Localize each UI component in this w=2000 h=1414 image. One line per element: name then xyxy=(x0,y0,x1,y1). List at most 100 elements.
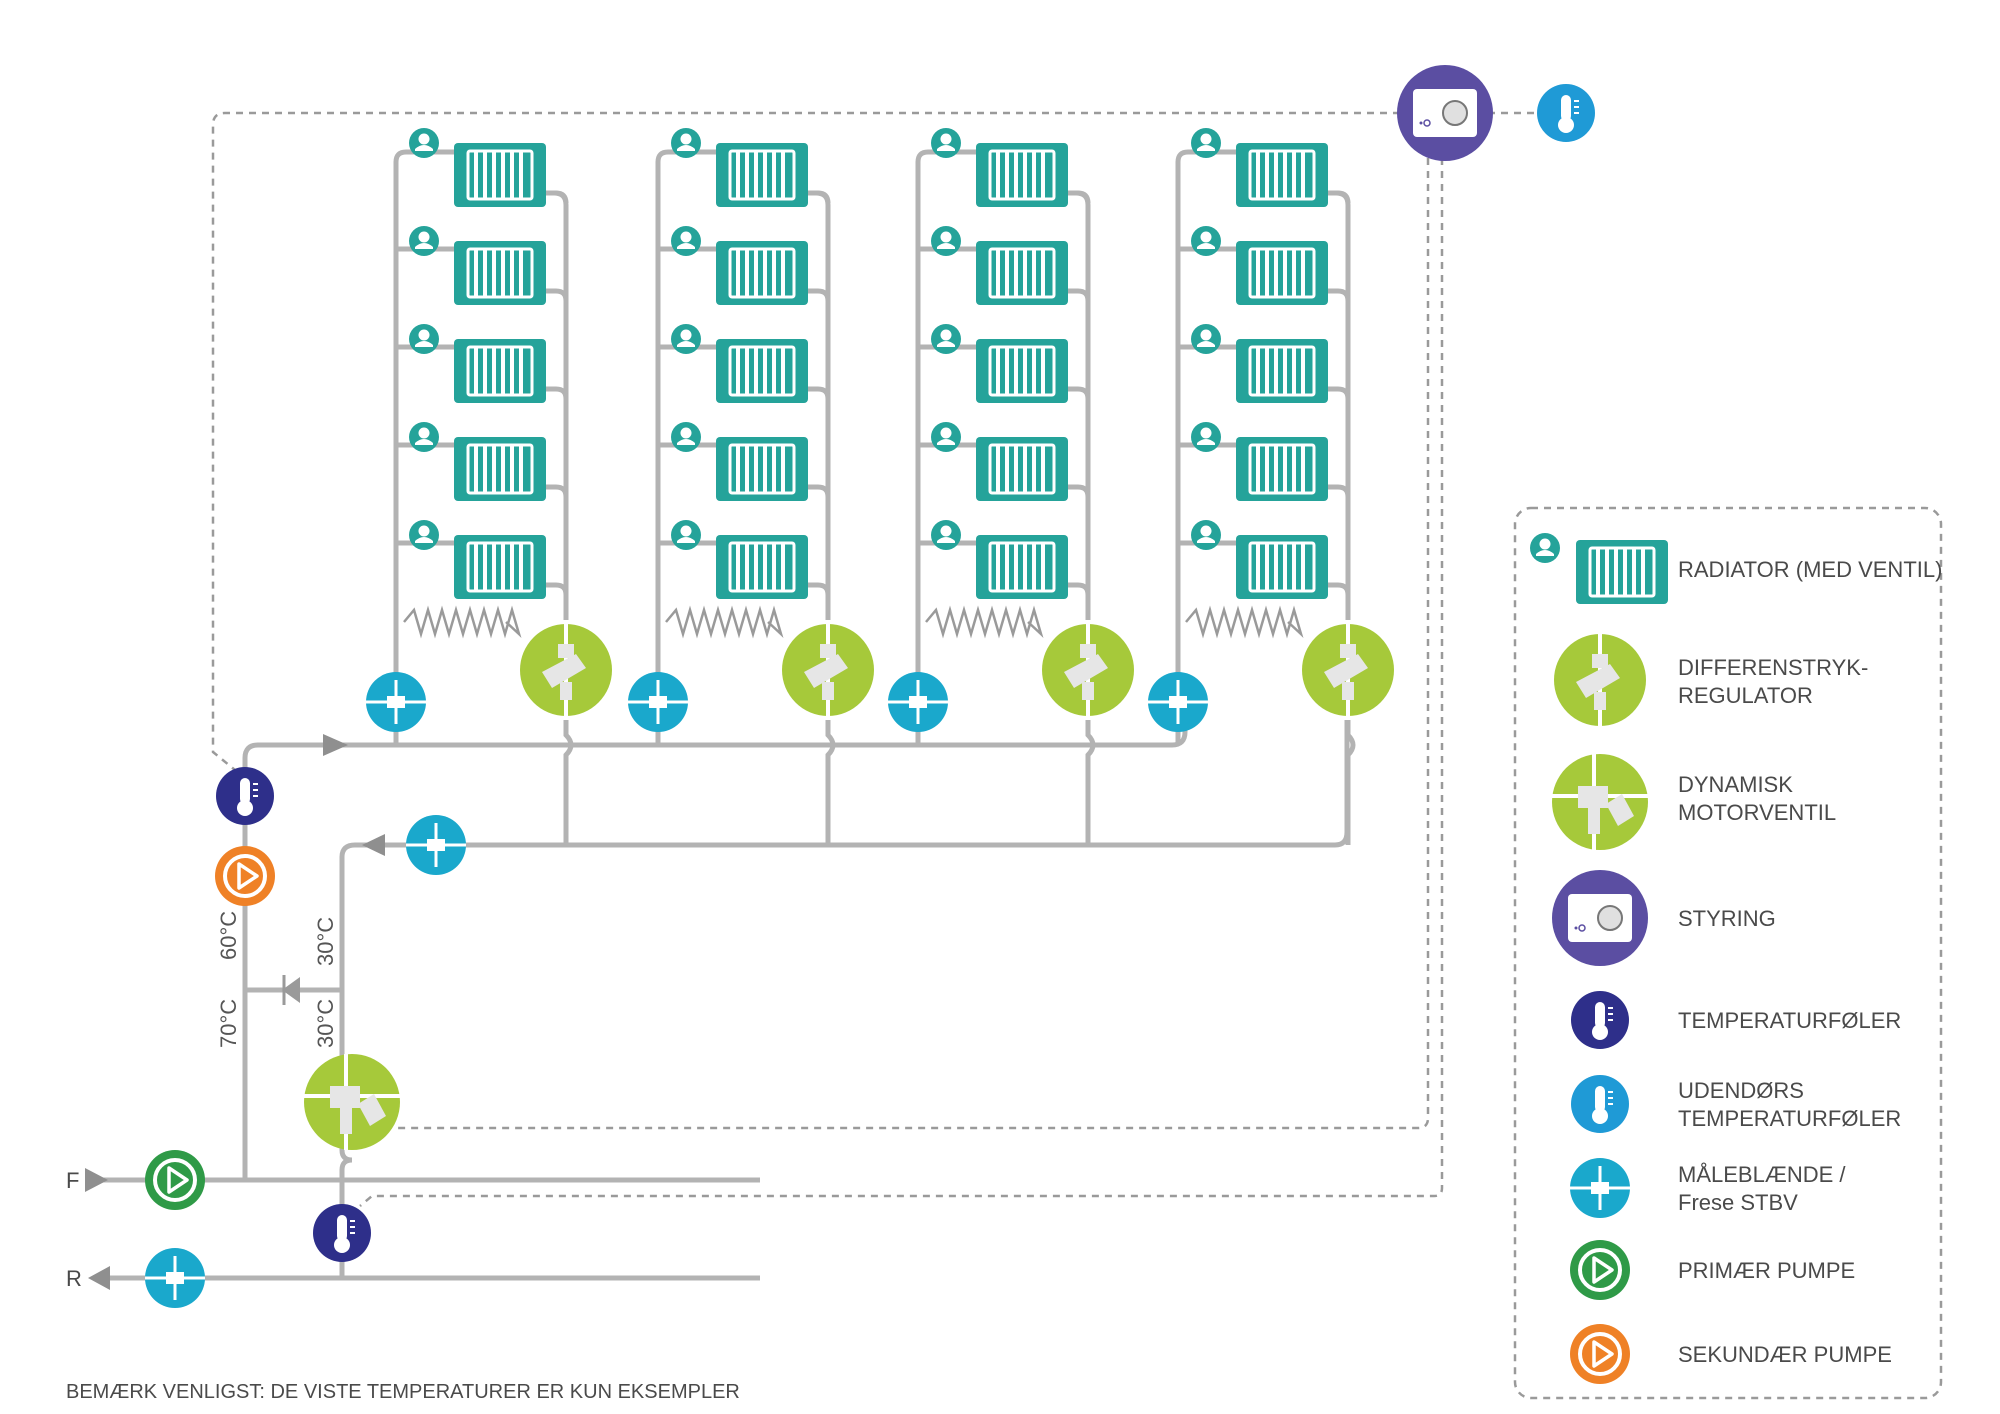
supply-riser-pipe xyxy=(1175,149,1236,745)
return-measuring-orifice-icon xyxy=(404,813,468,877)
radiator-icon xyxy=(974,435,1070,503)
legend-differential-label-1: DIFFERENSTRYK- xyxy=(1678,655,1868,680)
legend-differential-regulator-icon xyxy=(1552,632,1648,728)
radiator-icon xyxy=(1234,533,1330,601)
radiator-icon xyxy=(1234,141,1330,209)
radiator-icon xyxy=(1234,435,1330,503)
return-riser-lower-pipe xyxy=(1085,720,1096,845)
radiator-valve-icon xyxy=(931,128,961,158)
radiator-valve-icon xyxy=(409,324,439,354)
legend-control-icon xyxy=(1551,869,1649,967)
riser-column-1 xyxy=(364,128,614,845)
differential-pressure-regulator-icon xyxy=(518,622,614,718)
radiator-valve-icon xyxy=(1191,324,1221,354)
temp-label-70: 70°C xyxy=(216,999,241,1048)
radiator-return-branch xyxy=(806,190,831,204)
radiator-icon xyxy=(974,239,1070,307)
legend-temp-sensor-icon xyxy=(1570,990,1630,1050)
radiator-icon xyxy=(1234,239,1330,307)
riser-columns xyxy=(364,128,1396,845)
secondary-pump-icon xyxy=(213,844,277,908)
radiator-return-branch xyxy=(806,582,831,596)
radiator-return-branch xyxy=(544,484,569,498)
legend-dynamic-label-1: DYNAMISK xyxy=(1678,772,1793,797)
return-riser-lower-pipe xyxy=(1345,720,1356,845)
radiator-return-branch xyxy=(806,288,831,302)
radiator-return-branch xyxy=(1066,386,1091,400)
return-outlet-arrow xyxy=(88,1266,110,1290)
return-riser-pipe xyxy=(553,190,569,620)
radiator-icon xyxy=(452,533,548,601)
measuring-orifice-icon xyxy=(1146,670,1210,734)
legend-temp-sensor-label: TEMPERATURFØLER xyxy=(1678,1008,1901,1033)
radiator-return-branch xyxy=(1326,582,1351,596)
radiator-valve-icon xyxy=(409,520,439,550)
radiator-return-branch xyxy=(1326,190,1351,204)
temp-label-30-upper: 30°C xyxy=(313,917,338,966)
radiator-return-branch xyxy=(806,386,831,400)
riser-column-3 xyxy=(886,128,1136,845)
legend-differential-label-2: REGULATOR xyxy=(1678,683,1813,708)
capillary-tube xyxy=(1185,605,1304,639)
differential-pressure-regulator-icon xyxy=(1300,622,1396,718)
return-flow-arrow xyxy=(362,834,385,856)
radiator-icon xyxy=(452,141,548,209)
radiator-return-branch xyxy=(544,288,569,302)
radiator-icon xyxy=(1234,337,1330,405)
supply-flow-arrow xyxy=(323,734,348,756)
radiator-icon xyxy=(452,337,548,405)
check-valve-icon xyxy=(282,975,300,1005)
legend-radiator-label: RADIATOR (MED VENTIL) xyxy=(1678,557,1942,582)
radiator-valve-icon xyxy=(931,324,961,354)
measuring-orifice-icon xyxy=(364,670,428,734)
legend-secondary-pump-icon xyxy=(1568,1322,1632,1386)
differential-pressure-regulator-icon xyxy=(1040,622,1136,718)
supply-label: F xyxy=(66,1168,79,1193)
primary-pump-icon xyxy=(143,1148,207,1212)
legend-outdoor-sensor-icon xyxy=(1570,1074,1630,1134)
radiator-valve-icon xyxy=(931,422,961,452)
radiator-icon xyxy=(714,533,810,601)
radiator-icon xyxy=(452,435,548,503)
radiator-icon xyxy=(974,337,1070,405)
radiator-valve-icon xyxy=(1191,520,1221,550)
radiator-valve-icon xyxy=(1191,422,1221,452)
temperature-note: BEMÆRK VENLIGST: DE VISTE TEMPERATURER E… xyxy=(66,1381,740,1403)
radiator-valve-icon xyxy=(409,422,439,452)
radiator-valve-icon xyxy=(1191,226,1221,256)
legend-measuring-label-1: MÅLEBLÆNDE / xyxy=(1678,1162,1846,1187)
control-wiring xyxy=(211,111,1542,1207)
radiator-valve-icon xyxy=(671,226,701,256)
primary-return-measuring-orifice-icon xyxy=(143,1246,207,1310)
radiator-valve-icon xyxy=(931,520,961,550)
legend-measuring-orifice-icon xyxy=(1568,1156,1632,1220)
radiator-return-branch xyxy=(1066,582,1091,596)
legend-measuring-label-2: Frese STBV xyxy=(1678,1190,1798,1215)
capillary-tube xyxy=(403,605,522,639)
radiator-valve-icon xyxy=(671,422,701,452)
return-riser-pipe xyxy=(1075,190,1091,620)
radiator-return-branch xyxy=(544,386,569,400)
radiator-valve-icon xyxy=(671,324,701,354)
legend: RADIATOR (MED VENTIL) DIFFERENSTRYK- REG… xyxy=(1513,506,1942,1400)
radiator-return-branch xyxy=(806,484,831,498)
radiator-return-branch xyxy=(544,582,569,596)
measuring-orifice-icon xyxy=(626,670,690,734)
control-unit-icon xyxy=(1396,64,1494,162)
outdoor-temperature-sensor-icon xyxy=(1536,83,1596,143)
legend-outdoor-label-1: UDENDØRS xyxy=(1678,1078,1804,1103)
return-riser-pipe xyxy=(815,190,831,620)
differential-pressure-regulator-icon xyxy=(780,622,876,718)
return-label: R xyxy=(66,1266,82,1291)
legend-radiator-valve-icon xyxy=(1530,533,1560,563)
return-riser-pipe xyxy=(1335,190,1351,620)
radiator-return-branch xyxy=(1326,484,1351,498)
radiator-valve-icon xyxy=(671,128,701,158)
measuring-orifice-icon xyxy=(886,670,950,734)
radiator-valve-icon xyxy=(671,520,701,550)
radiator-valve-icon xyxy=(1191,128,1221,158)
radiator-icon xyxy=(974,141,1070,209)
radiator-return-branch xyxy=(1326,288,1351,302)
supply-inlet-arrow xyxy=(85,1168,108,1192)
legend-dynamic-valve-icon xyxy=(1550,752,1650,852)
